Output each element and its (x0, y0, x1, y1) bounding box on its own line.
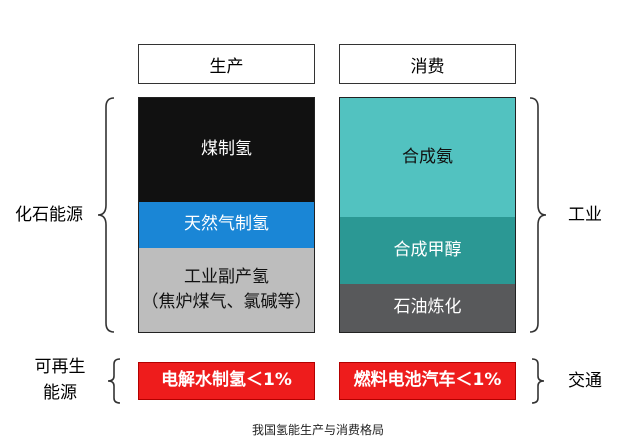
fuel-cell-vehicle-block: 燃料电池汽车＜1% (339, 362, 516, 400)
transport-brace (531, 358, 545, 404)
transport-label: 交通 (550, 366, 620, 396)
consumption-header: 消费 (339, 44, 516, 84)
fuel-cell-vehicle-label: 燃料电池汽车＜1% (353, 370, 502, 391)
production-header: 生产 (138, 44, 315, 84)
production-header-label: 生产 (209, 56, 244, 77)
figure-caption: 我国氢能生产与消费格局 (0, 418, 636, 440)
renewable-energy-label: 可再生 能源 (20, 352, 100, 408)
natural-gas-hydrogen-label: 天然气制氢 (184, 214, 269, 235)
byproduct-hydrogen-sources: （焦炉煤气、氯碱等） (141, 292, 312, 312)
industry-text: 工业 (568, 204, 602, 225)
renewable-energy-brace (107, 358, 121, 404)
byproduct-hydrogen-label: 工业副产氢 (184, 266, 269, 287)
fossil-energy-label: 化石能源 (4, 200, 94, 230)
ammonia-label: 合成氨 (402, 146, 453, 167)
industry-brace (529, 97, 547, 333)
renewable-energy-line1: 可再生 (34, 356, 86, 377)
figure-caption-text: 我国氢能生产与消费格局 (251, 422, 384, 437)
methanol-block: 合成甲醇 (340, 217, 515, 284)
coal-hydrogen-block: 煤制氢 (139, 98, 314, 202)
fossil-energy-text: 化石能源 (15, 204, 83, 225)
industry-label: 工业 (550, 200, 620, 230)
fossil-energy-brace (97, 97, 115, 333)
refining-label: 石油炼化 (393, 297, 462, 318)
electrolysis-hydrogen-label: 电解水制氢＜1% (161, 370, 292, 391)
coal-hydrogen-label: 煤制氢 (201, 139, 252, 160)
transport-text: 交通 (568, 370, 602, 391)
electrolysis-hydrogen-block: 电解水制氢＜1% (138, 362, 315, 400)
natural-gas-hydrogen-block: 天然气制氢 (139, 202, 314, 248)
renewable-energy-line2: 能源 (43, 383, 77, 403)
ammonia-block: 合成氨 (340, 98, 515, 217)
refining-block: 石油炼化 (340, 284, 515, 332)
methanol-label: 合成甲醇 (393, 239, 462, 260)
byproduct-hydrogen-block: 工业副产氢 （焦炉煤气、氯碱等） (139, 248, 314, 332)
consumption-header-label: 消费 (410, 56, 445, 77)
production-column: 煤制氢 天然气制氢 工业副产氢 （焦炉煤气、氯碱等） (138, 97, 315, 333)
consumption-column: 合成氨 合成甲醇 石油炼化 (339, 97, 516, 333)
